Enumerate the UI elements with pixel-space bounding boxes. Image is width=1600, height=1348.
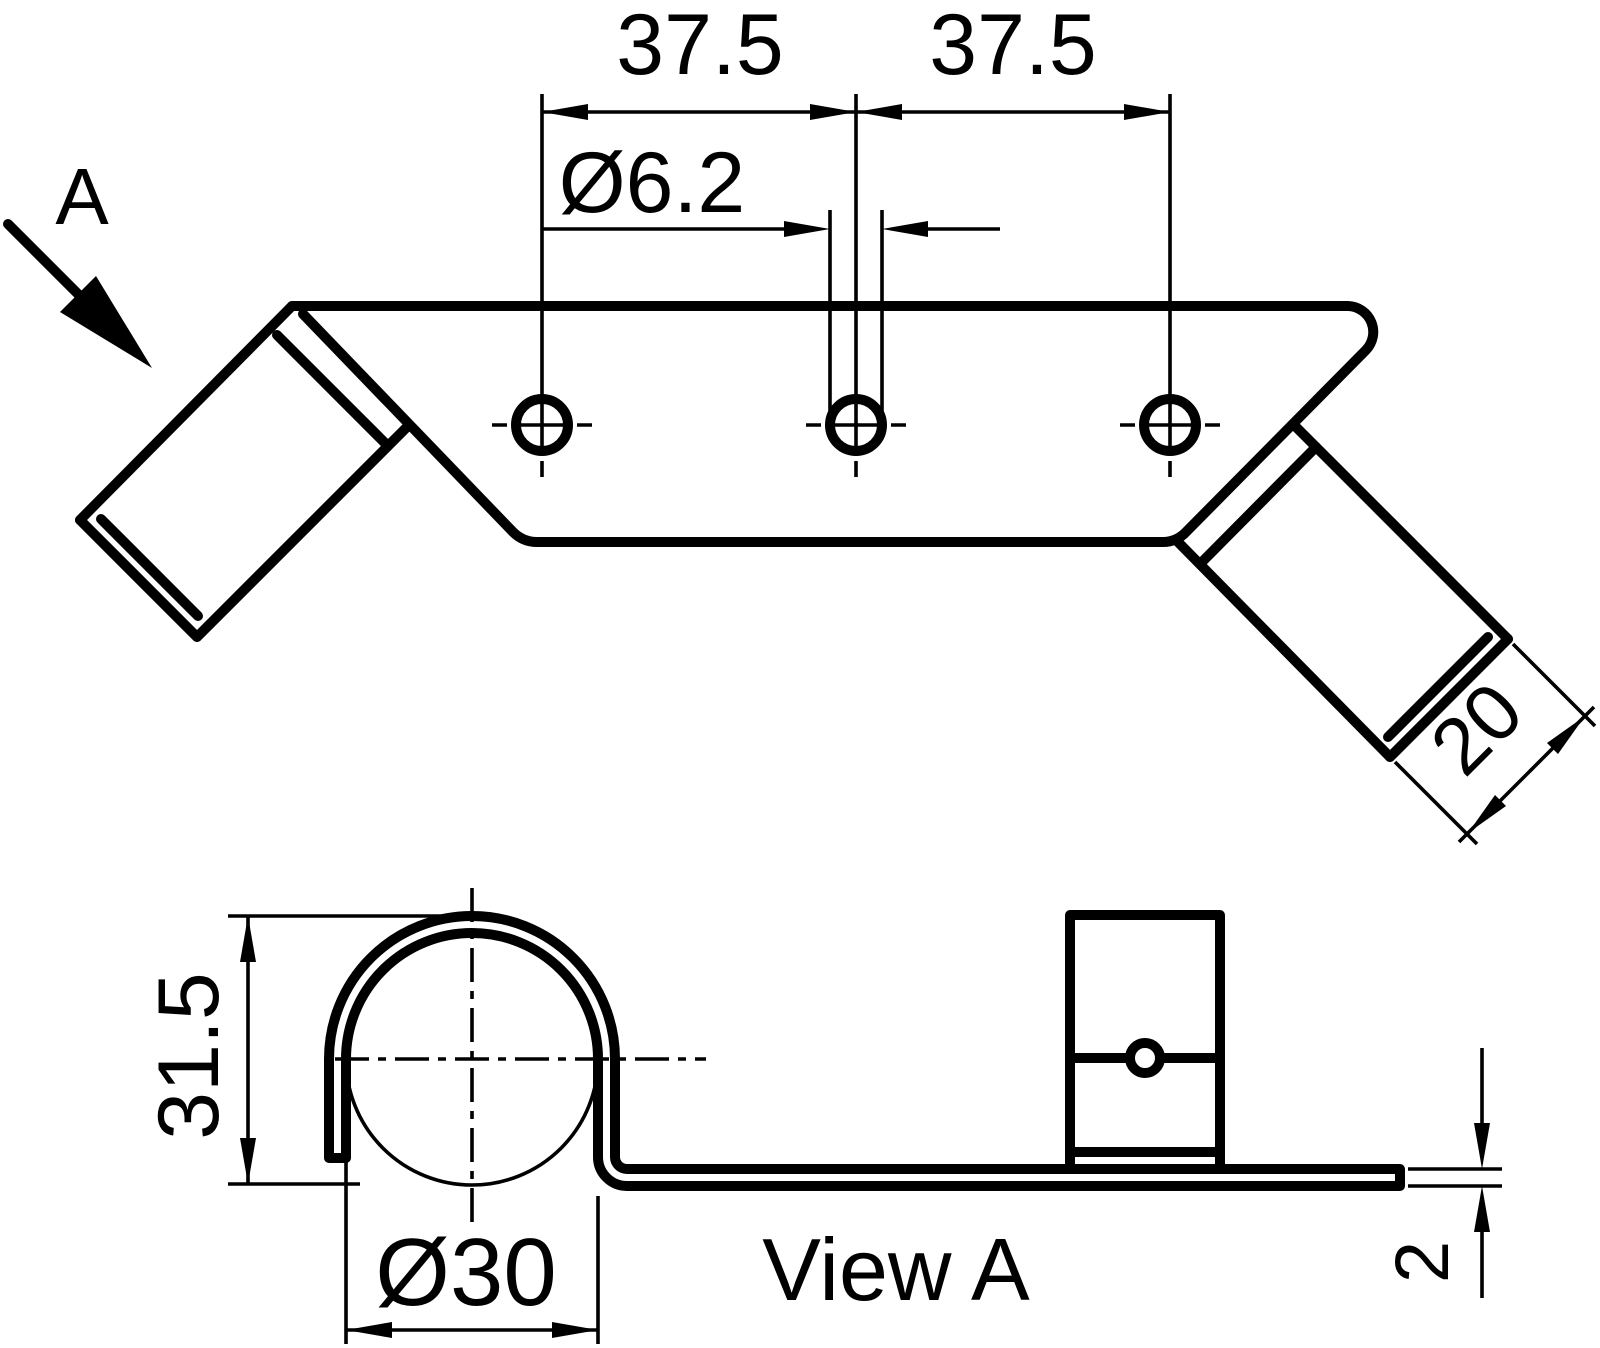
left-tab-end-edge — [75, 515, 202, 642]
left-tab-end-hem-line — [96, 514, 203, 621]
dim-clamp-height-value: 31.5 — [141, 972, 237, 1139]
dim-hole-spacing-right-value: 37.5 — [929, 0, 1096, 93]
view-direction-label: A — [55, 152, 109, 241]
dim-tab-width: 20 — [1393, 642, 1597, 846]
clamp-profile — [324, 911, 1405, 1191]
tube-circle — [344, 1058, 600, 1187]
plate-outline — [287, 301, 1379, 547]
dim-tube-diameter-value: Ø30 — [375, 1219, 556, 1326]
view-a: 31.5 Ø30 2 View A — [141, 888, 1502, 1344]
left-tab-bend-line — [272, 330, 393, 451]
main-view: A 37.5 37.5 Ø6.2 20 — [3, 0, 1597, 846]
dim-hole-diameter-value: Ø6.2 — [559, 135, 745, 231]
dim-hole-spacing-left-value: 37.5 — [616, 0, 783, 93]
dim-hole-spacing: 37.5 37.5 — [540, 0, 1172, 399]
hole-centermarks — [492, 399, 1220, 477]
dim-tube-diameter: Ø30 — [344, 1162, 600, 1344]
view-direction-arrow-shaft — [3, 219, 87, 303]
right-tab-end-edge — [1385, 634, 1513, 762]
right-tab-end-hem-line — [1383, 632, 1493, 742]
upright-tab-hole — [1125, 1038, 1165, 1078]
view-a-caption: View A — [762, 1220, 1030, 1319]
dim-tab-width-value: 20 — [1414, 666, 1540, 792]
right-tab-outer-edge — [1288, 419, 1513, 644]
left-tab-outer-edge — [75, 301, 297, 525]
right-tab-bend-line — [1195, 442, 1321, 569]
dim-sheet-thickness: 2 — [1380, 1048, 1502, 1298]
dim-hole-diameter: Ø6.2 — [542, 135, 1000, 414]
dim-clamp-height: 31.5 — [141, 914, 450, 1186]
upright-tab-outline — [1065, 910, 1225, 1174]
dim-sheet-thickness-value: 2 — [1380, 1241, 1465, 1283]
view-direction-arrow-icon — [60, 276, 152, 368]
left-tab-inner-edge — [192, 421, 413, 642]
right-tab-inner-edge — [1172, 536, 1395, 762]
